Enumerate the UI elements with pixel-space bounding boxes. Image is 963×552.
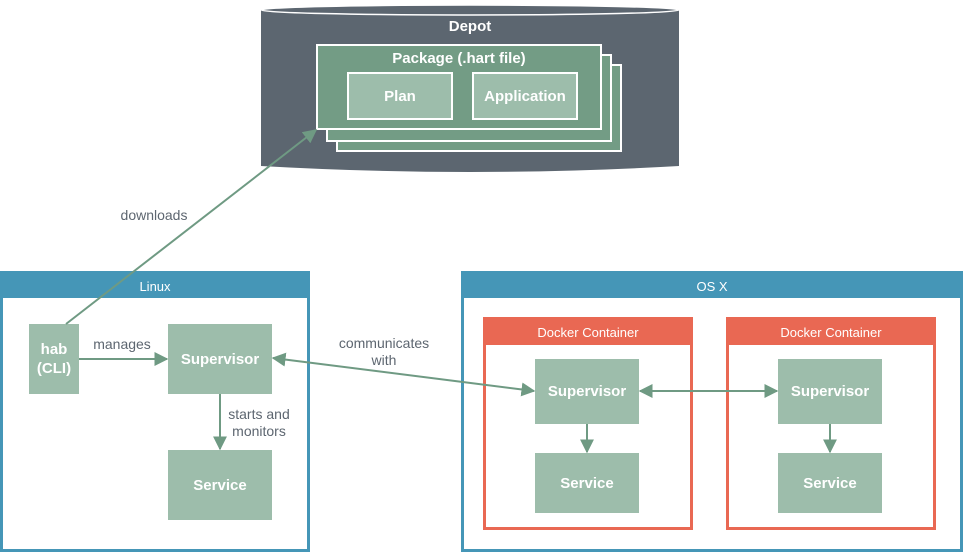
docker1-supervisor-node[interactable]: Supervisor xyxy=(535,359,639,424)
osx-title: OS X xyxy=(464,274,960,298)
package-box[interactable]: Package (.hart file) Plan Application xyxy=(316,44,602,130)
edge-communicates xyxy=(271,352,536,397)
docker2-service-node[interactable]: Service xyxy=(778,453,882,513)
label-communicates-with: communicates with xyxy=(338,335,430,368)
application-node[interactable]: Application xyxy=(472,72,578,120)
package-title: Package (.hart file) xyxy=(392,49,526,67)
docker-container-1-title: Docker Container xyxy=(486,320,690,345)
docker1-service-node[interactable]: Service xyxy=(535,453,639,513)
depot-title: Depot xyxy=(448,17,492,35)
hab-cli-node[interactable]: hab (CLI) xyxy=(29,324,79,394)
label-downloads: downloads xyxy=(120,207,188,223)
linux-supervisor-node[interactable]: Supervisor xyxy=(168,324,272,394)
label-starts-and-monitors: starts and monitors xyxy=(228,406,290,439)
linux-title: Linux xyxy=(3,274,307,298)
label-manages: manages xyxy=(93,336,151,352)
edge-downloads xyxy=(65,129,318,325)
docker-container-2-title: Docker Container xyxy=(729,320,933,345)
docker2-supervisor-node[interactable]: Supervisor xyxy=(778,359,882,424)
plan-node[interactable]: Plan xyxy=(347,72,453,120)
linux-service-node[interactable]: Service xyxy=(168,450,272,520)
